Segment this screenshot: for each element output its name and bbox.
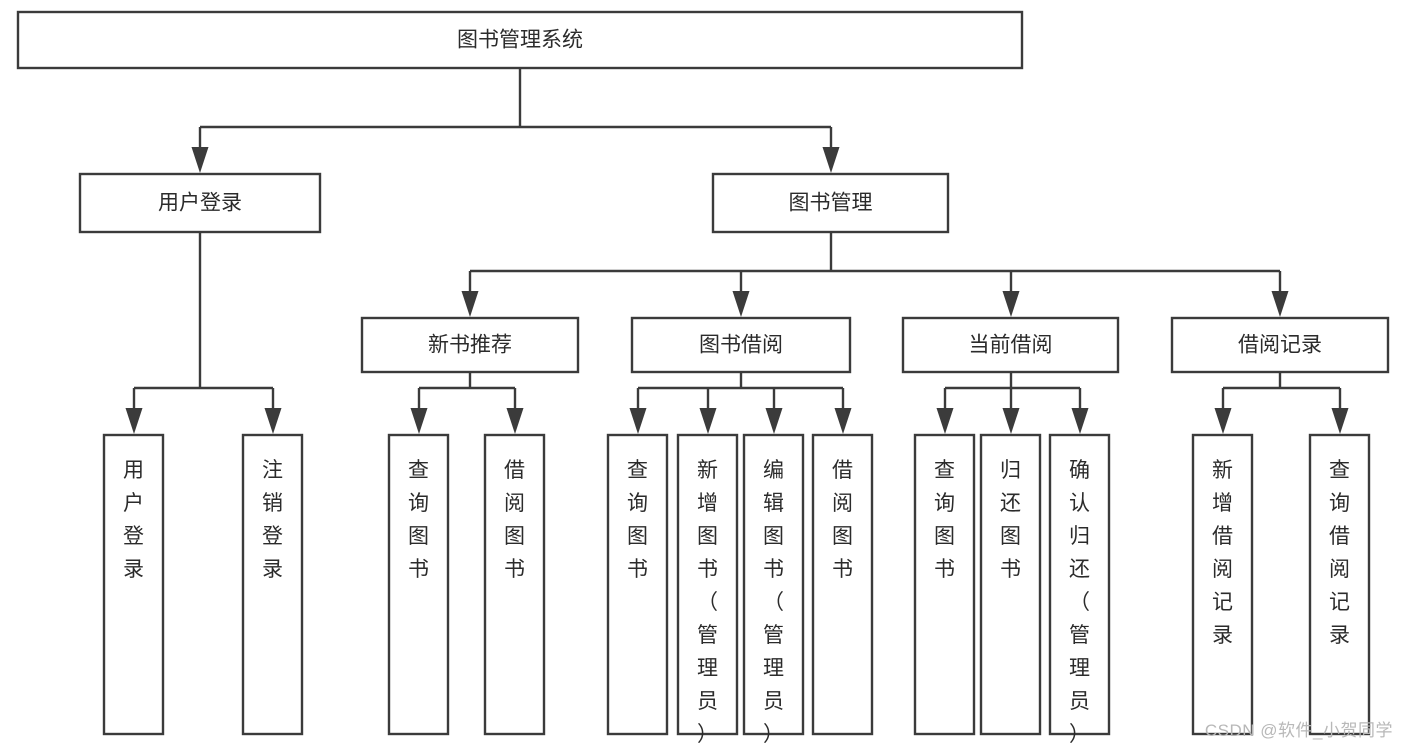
arrow-head-n_borrow (732, 291, 750, 317)
node-l_add_book[interactable]: 新增图书（管理员） (676, 433, 739, 746)
node-n_current[interactable]: 当前借阅 (901, 316, 1120, 374)
arrow-head-l_query_record (1331, 408, 1349, 434)
arrow-head-n_book_mgmt (822, 147, 840, 173)
node-box-l_return_book (979, 433, 1042, 736)
node-box-n_user_login (78, 172, 322, 234)
arrow-head-l_user_login (125, 408, 143, 434)
node-n_user_login[interactable]: 用户登录 (78, 172, 322, 234)
arrow-head-n_user_login (191, 147, 209, 173)
arrow-head-l_edit_book (765, 408, 783, 434)
arrow-head-n_history (1271, 291, 1289, 317)
node-box-root (16, 10, 1024, 70)
node-l_add_record[interactable]: 新增借阅记录 (1191, 433, 1254, 736)
node-box-l_edit_book (742, 433, 805, 736)
watermark-text: CSDN @软件_小贺同学 (1204, 721, 1393, 740)
node-l_query_book_1[interactable]: 查询图书 (387, 433, 450, 736)
node-label-l_query_book_3: 查询图书 (934, 459, 955, 581)
node-l_query_record[interactable]: 查询借阅记录 (1308, 433, 1371, 736)
node-label-l_edit_book: 编辑图书（管理员） (763, 459, 784, 746)
node-label-l_add_book: 新增图书（管理员） (697, 459, 718, 746)
arrow-head-l_return_book (1002, 408, 1020, 434)
node-n_history[interactable]: 借阅记录 (1170, 316, 1390, 374)
node-box-l_query_book_3 (913, 433, 976, 736)
node-l_borrow_book_2[interactable]: 借阅图书 (811, 433, 874, 736)
node-label-root: 图书管理系统 (457, 29, 583, 52)
node-box-n_borrow (630, 316, 852, 374)
node-root[interactable]: 图书管理系统 (16, 10, 1024, 70)
node-box-l_add_record (1191, 433, 1254, 736)
node-l_query_book_3[interactable]: 查询图书 (913, 433, 976, 736)
arrow-head-l_add_record (1214, 408, 1232, 434)
node-l_return_book[interactable]: 归还图书 (979, 433, 1042, 736)
node-label-n_new_rec: 新书推荐 (428, 334, 512, 357)
node-box-n_new_rec (360, 316, 580, 374)
node-label-l_query_record: 查询借阅记录 (1329, 459, 1350, 647)
node-box-l_query_book_1 (387, 433, 450, 736)
node-n_borrow[interactable]: 图书借阅 (630, 316, 852, 374)
node-label-l_confirm_return: 确认归还（管理员） (1069, 459, 1090, 746)
node-box-l_add_book (676, 433, 739, 736)
node-label-n_book_mgmt: 图书管理 (789, 192, 873, 215)
node-l_borrow_book_1[interactable]: 借阅图书 (483, 433, 546, 736)
node-box-n_history (1170, 316, 1390, 374)
node-l_edit_book[interactable]: 编辑图书（管理员） (742, 433, 805, 746)
arrow-head-l_add_book (699, 408, 717, 434)
node-box-l_user_login (102, 433, 165, 736)
node-label-l_borrow_book_2: 借阅图书 (832, 459, 853, 581)
node-l_confirm_return[interactable]: 确认归还（管理员） (1048, 433, 1111, 746)
node-box-l_borrow_book_1 (483, 433, 546, 736)
node-n_book_mgmt[interactable]: 图书管理 (711, 172, 950, 234)
edge-layer (125, 68, 1349, 434)
node-box-l_query_book_2 (606, 433, 669, 736)
node-l_query_book_2[interactable]: 查询图书 (606, 433, 669, 736)
node-label-n_history: 借阅记录 (1238, 334, 1322, 357)
arrow-head-l_query_book_2 (629, 408, 647, 434)
arrow-head-l_borrow_book_2 (834, 408, 852, 434)
arrow-head-n_current (1002, 291, 1020, 317)
node-label-l_query_book_1: 查询图书 (408, 459, 429, 581)
node-label-l_user_logout: 注销登录 (262, 459, 283, 581)
node-box-l_borrow_book_2 (811, 433, 874, 736)
node-label-n_current: 当前借阅 (969, 334, 1053, 357)
node-box-l_query_record (1308, 433, 1371, 736)
node-label-l_borrow_book_1: 借阅图书 (504, 459, 525, 581)
node-label-l_return_book: 归还图书 (1000, 459, 1021, 581)
arrow-head-l_confirm_return (1071, 408, 1089, 434)
arrow-head-l_user_logout (264, 408, 282, 434)
arrow-head-l_query_book_1 (410, 408, 428, 434)
node-label-n_user_login: 用户登录 (158, 192, 242, 215)
node-layer: 图书管理系统用户登录图书管理新书推荐图书借阅当前借阅借阅记录用户登录注销登录查询… (16, 10, 1390, 746)
node-l_user_login[interactable]: 用户登录 (102, 433, 165, 736)
node-box-l_confirm_return (1048, 433, 1111, 736)
node-l_user_logout[interactable]: 注销登录 (241, 433, 304, 736)
node-label-n_borrow: 图书借阅 (699, 334, 783, 357)
arrow-head-l_borrow_book_1 (506, 408, 524, 434)
arrow-head-l_query_book_3 (936, 408, 954, 434)
node-label-l_query_book_2: 查询图书 (627, 459, 648, 581)
node-label-l_user_login: 用户登录 (123, 459, 144, 581)
arrow-head-n_new_rec (461, 291, 479, 317)
node-box-n_current (901, 316, 1120, 374)
node-box-n_book_mgmt (711, 172, 950, 234)
node-n_new_rec[interactable]: 新书推荐 (360, 316, 580, 374)
node-box-l_user_logout (241, 433, 304, 736)
node-label-l_add_record: 新增借阅记录 (1212, 459, 1233, 647)
